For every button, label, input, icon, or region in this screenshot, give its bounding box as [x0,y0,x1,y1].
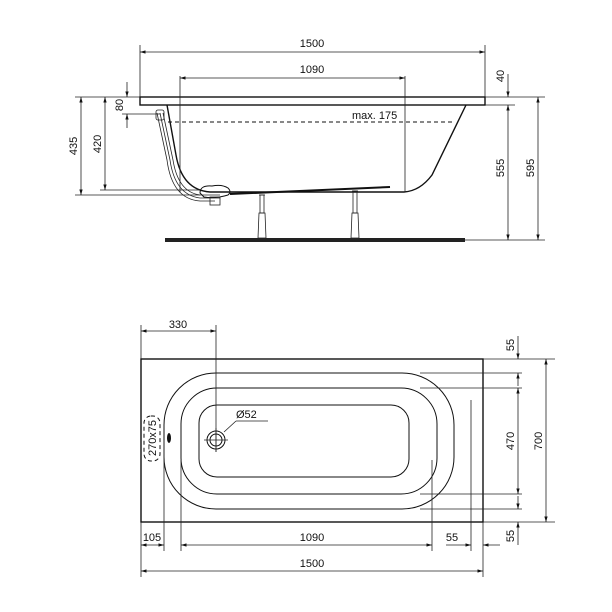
dim-height-595: 595 [525,159,537,177]
dim-inner-length: 1090 [300,532,324,544]
tub-underside [229,186,391,195]
foot-right [350,190,360,239]
tub-outline-top [140,358,484,523]
tub-body-profile [166,104,467,193]
bowl-middle [180,387,438,495]
dim-right-margin: 55 [446,532,458,544]
overflow-pipe [159,112,220,199]
dim-cutout: 270x75 [147,420,159,456]
overflow-pipe-inner [162,112,220,196]
dim-drain-offset: 330 [169,319,187,331]
overflow-head [155,109,165,121]
drain-trap [209,196,221,206]
dim-drain-diameter: Ø52 [236,409,257,421]
dim-top-margin: 55 [505,339,517,351]
dim-depth-555: 555 [495,159,507,177]
dim-rim-40: 40 [495,70,507,82]
dim-side-overall-length: 1500 [300,38,324,50]
foot-left [257,194,267,239]
dim-overall-width: 700 [533,432,545,450]
tub-rim [139,96,486,106]
bowl-bottom [198,404,410,478]
top-view: Ø52 270x75 330 55 470 55 700 [140,319,555,577]
side-view: 1500 1090 max. 175 435 420 80 40 555 [68,38,545,242]
dim-side-inner-length: 1090 [300,64,324,76]
dim-left-margin: 105 [143,532,161,544]
cutout-outline [143,415,161,462]
dim-overflow-80: 80 [114,99,126,111]
overflow-hole [167,433,171,443]
dim-inner-width: 470 [505,432,517,450]
dim-bottom-margin: 55 [505,530,517,542]
dim-height-420: 420 [92,135,104,153]
max-water-level-label: max. 175 [352,110,397,122]
dim-height-435: 435 [68,137,80,155]
dim-overall-length: 1500 [300,558,324,570]
